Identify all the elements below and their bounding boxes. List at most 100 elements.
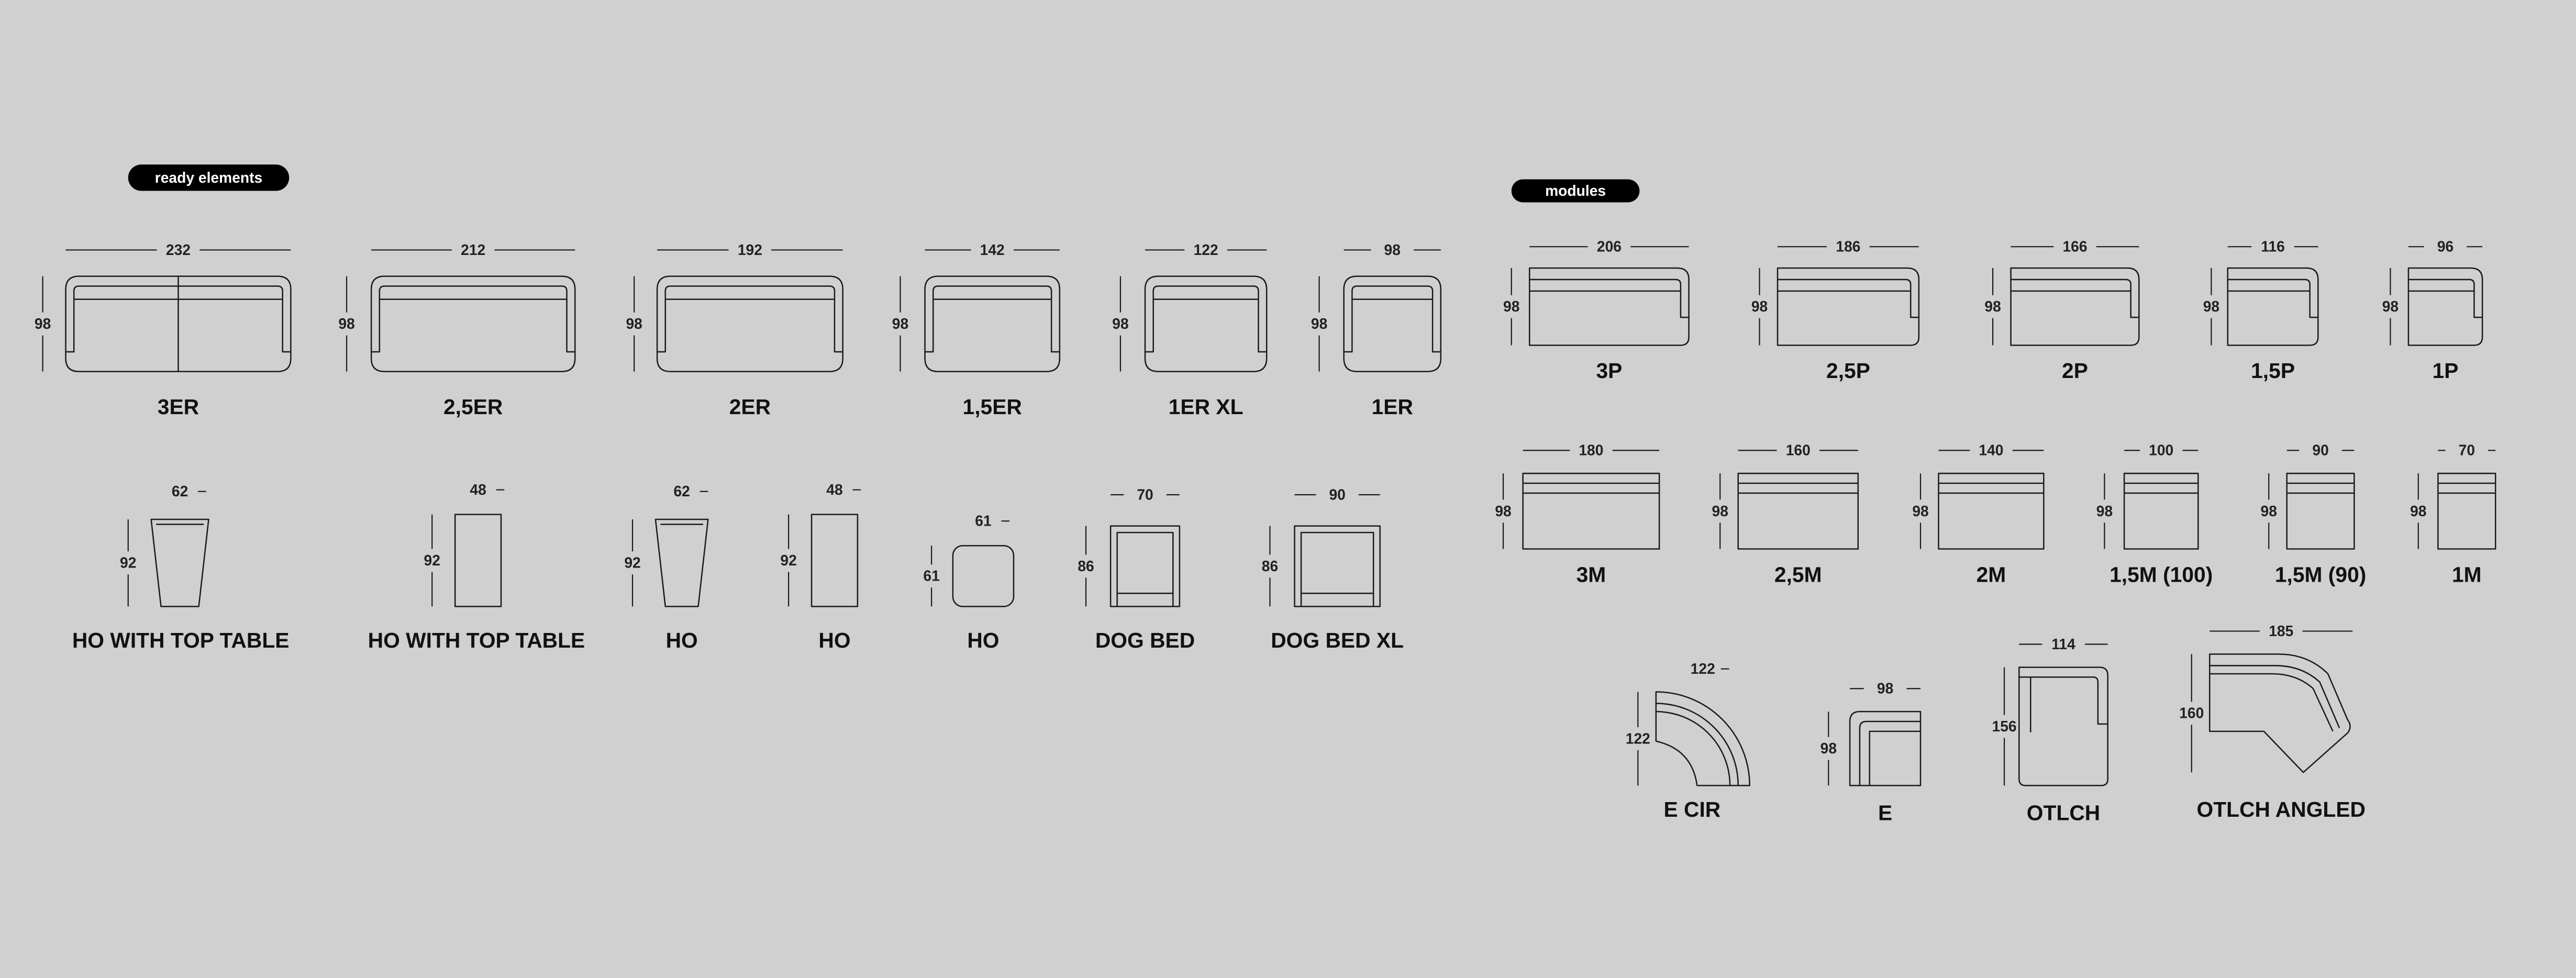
module-outline (2227, 267, 2319, 346)
width-value: 122 (1691, 660, 1715, 677)
item-label: HO (967, 628, 999, 652)
sofa-outline (656, 275, 843, 372)
item-label: 2,5M (1774, 562, 1822, 586)
width-value: 140 (1979, 442, 2003, 459)
item-label: HO WITH TOP TABLE (368, 628, 585, 652)
width-value: 212 (461, 241, 485, 258)
depth-value: 122 (1626, 730, 1650, 747)
module-arm (1529, 279, 1689, 318)
item-label: 2ER (729, 395, 771, 419)
width-value: 192 (738, 241, 762, 258)
corner-outline (1849, 710, 1922, 786)
module-backrest (1938, 482, 2044, 494)
width-value: 180 (1579, 442, 1603, 459)
depth-value: 98 (2203, 298, 2219, 315)
module-backrest (2124, 482, 2199, 494)
module-outline (2286, 472, 2355, 550)
modules-header: modules (1511, 179, 1640, 203)
width-value: 122 (1194, 241, 1218, 258)
width-value: 70 (2459, 442, 2475, 459)
depth-value: 98 (1503, 298, 1519, 315)
sofa-outline (370, 275, 576, 372)
item-label: 2M (1977, 562, 2006, 586)
sofa-arms (371, 285, 575, 353)
item-label: 1,5ER (963, 395, 1022, 419)
modules-item-7[interactable]: 140 98 2M (1912, 442, 2045, 587)
item-label: OTLCH (2027, 801, 2100, 825)
depth-value: 92 (424, 552, 440, 569)
chaise-outline (2018, 666, 2108, 786)
width-value: 61 (975, 513, 991, 529)
width-value: 70 (1137, 486, 1153, 503)
pouf-outline (654, 518, 709, 607)
item-label: DOG BED (1095, 628, 1195, 652)
depth-value: 98 (2382, 298, 2399, 315)
depth-value: 98 (1495, 503, 1511, 519)
module-outline (2437, 472, 2496, 550)
modules-title: modules (1545, 182, 1606, 199)
corner-back-1 (1859, 720, 1921, 786)
sofa-arms (657, 285, 843, 353)
module-outline (2407, 267, 2483, 346)
width-value: 114 (2051, 636, 2075, 652)
item-label: 2,5ER (443, 395, 503, 419)
depth-value: 98 (1751, 298, 1768, 315)
corner-back-2 (1656, 710, 1731, 786)
ready-elements-item-7[interactable]: 48 92 HO WITH TOP TABLE (368, 481, 585, 652)
item-label: 1P (2433, 359, 2459, 383)
width-value: 90 (2312, 442, 2328, 459)
depth-value: 98 (2261, 503, 2277, 519)
pouf-outline (150, 518, 209, 607)
width-value: 100 (2149, 442, 2173, 459)
dogbed-cushion (1116, 531, 1174, 594)
sofa-outline (1343, 275, 1442, 372)
dogbed-outline (1109, 525, 1181, 607)
depth-value: 98 (1912, 503, 1928, 519)
module-arm (1778, 279, 1919, 318)
module-outline (1522, 472, 1660, 550)
module-backrest (1738, 482, 1858, 494)
item-label: OTLCH ANGLED (2197, 797, 2366, 821)
depth-value: 98 (1112, 315, 1128, 332)
corner-back-1 (1656, 703, 1739, 786)
depth-value: 98 (2410, 503, 2426, 519)
depth-value: 86 (1262, 558, 1278, 574)
dogbed-feet (1300, 593, 1374, 607)
width-value: 48 (470, 481, 486, 498)
item-label: DOG BED XL (1271, 628, 1404, 652)
dogbed-outline (1294, 525, 1381, 607)
module-backrest (1523, 482, 1660, 494)
depth-value: 98 (1820, 740, 1837, 757)
sofa-outline (1144, 275, 1268, 372)
module-outline (2123, 472, 2199, 550)
depth-value: 160 (2179, 705, 2204, 721)
module-arm (2227, 279, 2318, 318)
